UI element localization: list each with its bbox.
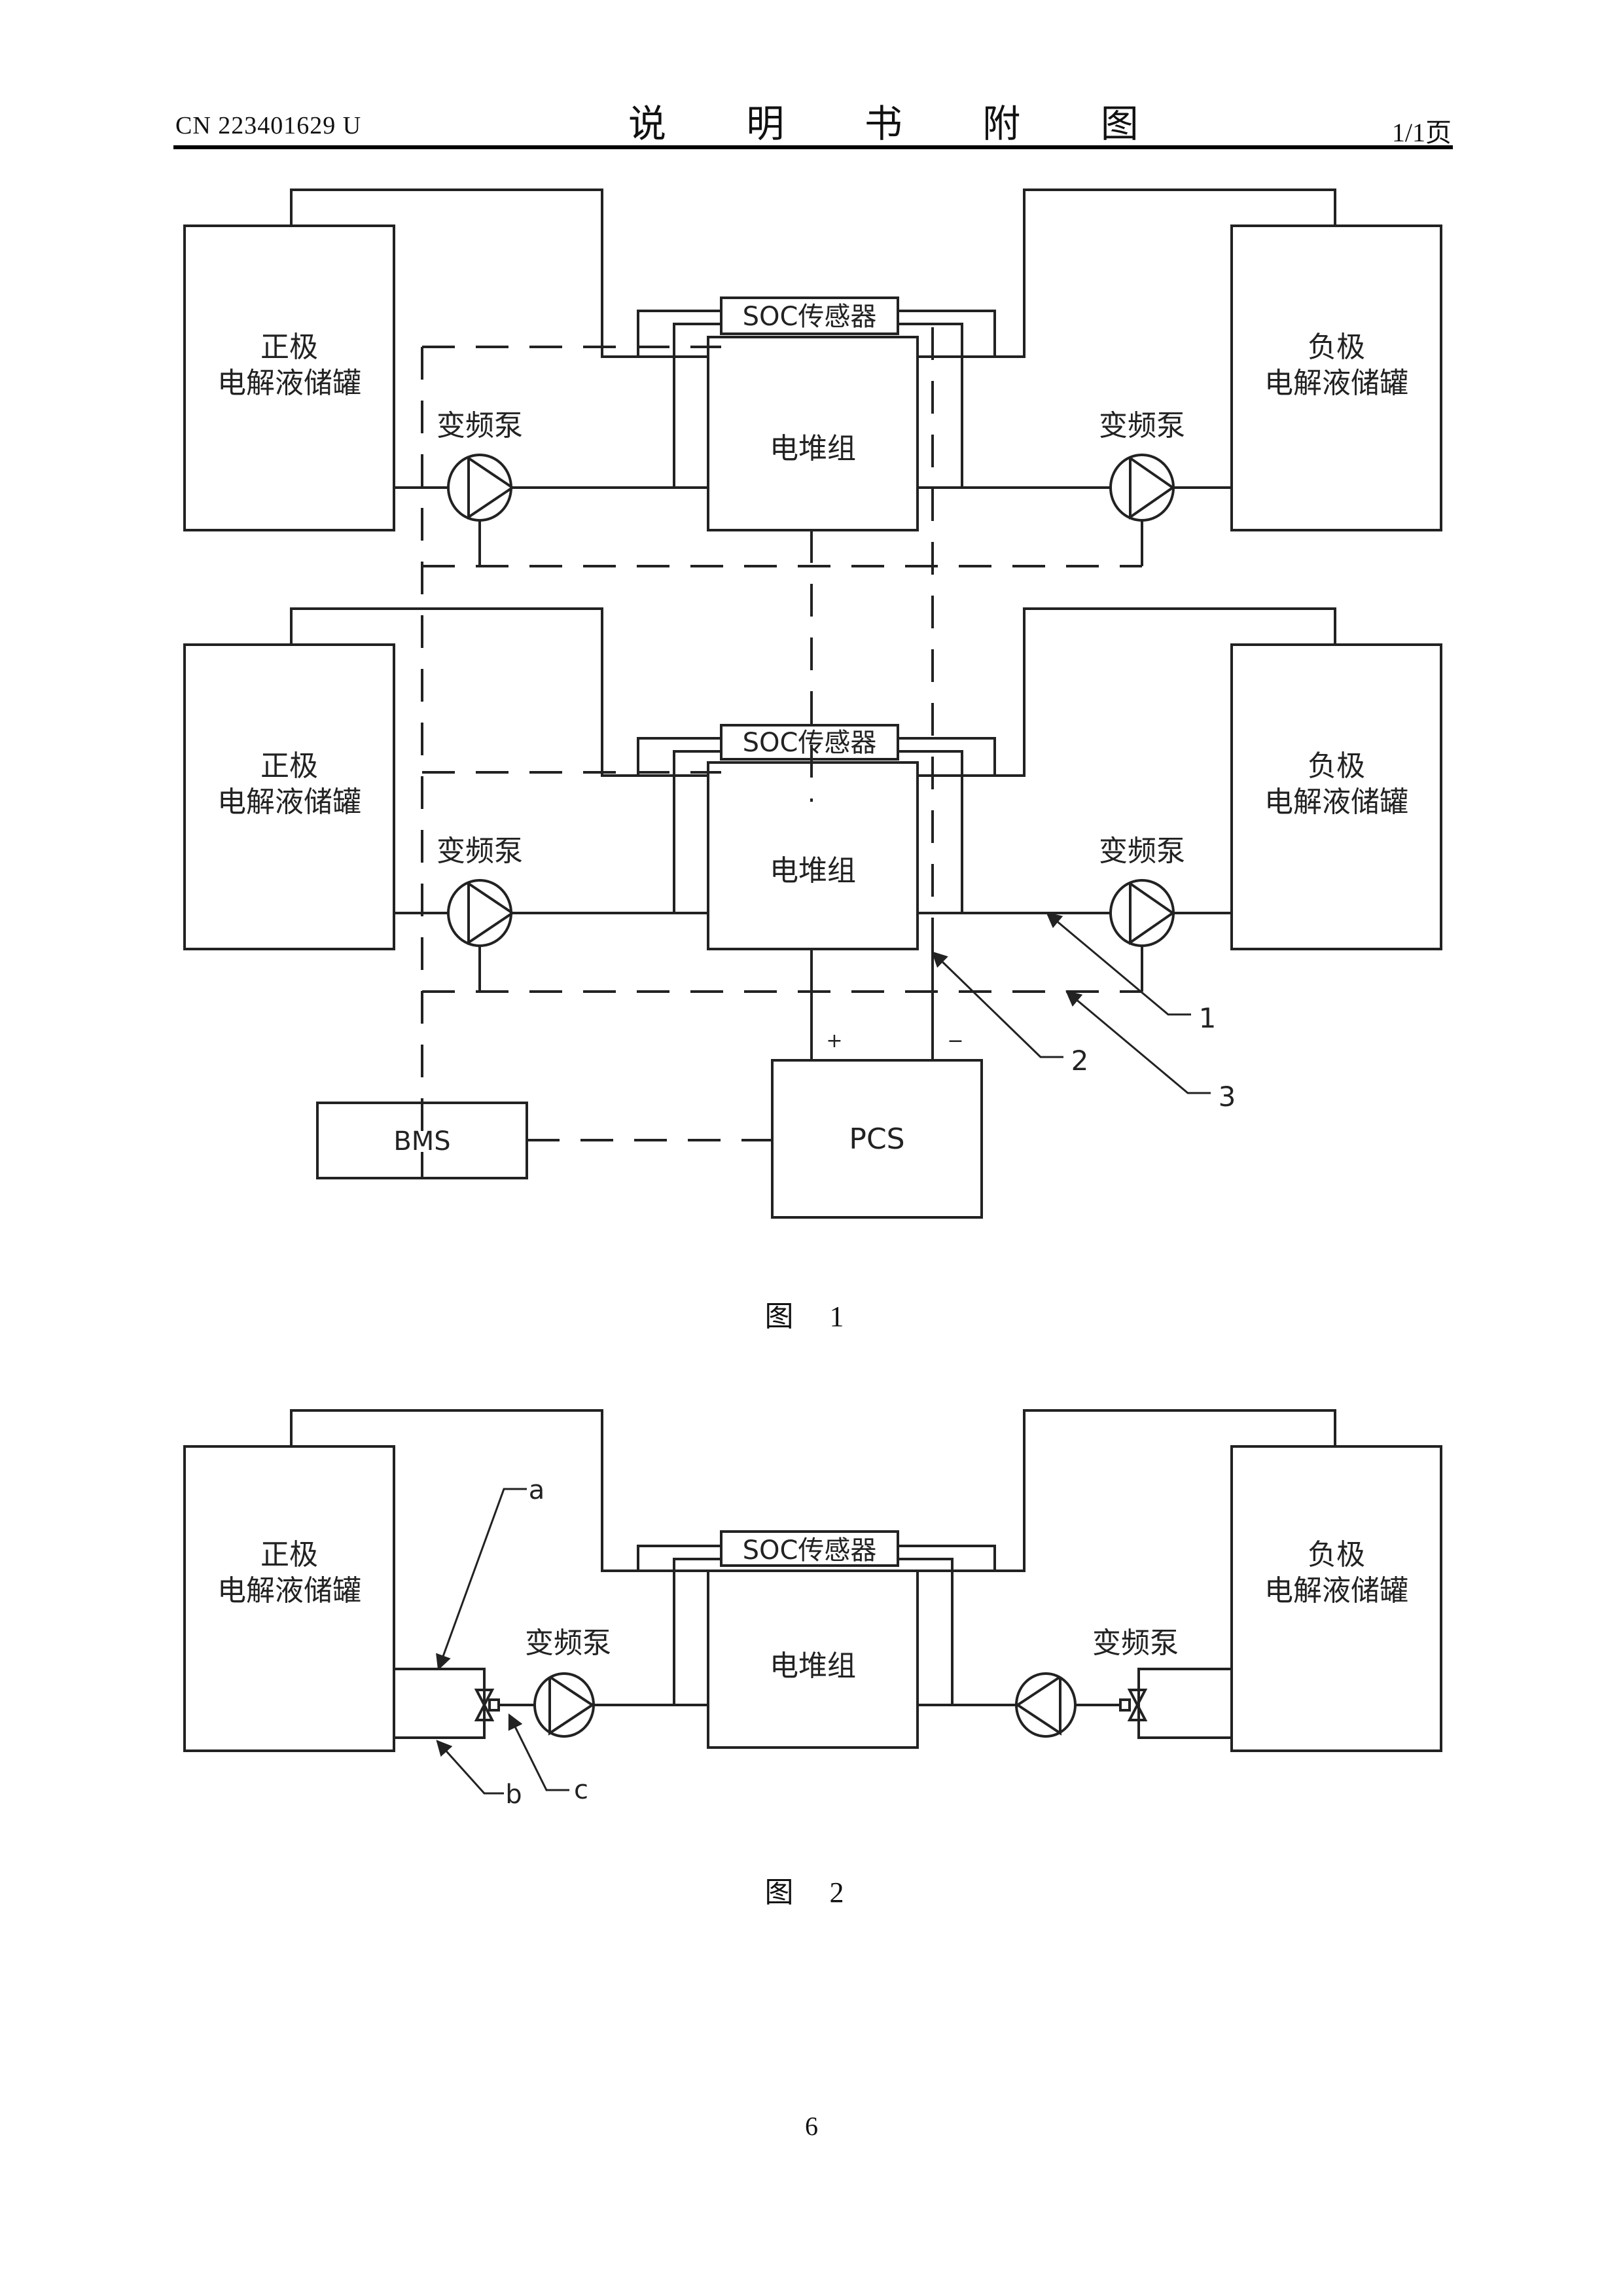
callout-2: 2 (1071, 1045, 1089, 1077)
negative-tank-2-label-2: 电解液储罐 (1264, 785, 1408, 819)
fig2-callout-b: b (505, 1780, 522, 1810)
fig2-positive-tank-label-2: 电解液储罐 (217, 1574, 361, 1607)
upper-module (185, 190, 1441, 566)
figure-2-caption: 图 2 (0, 1869, 1623, 1910)
positive-tank-2-label-1: 正极 (260, 749, 318, 783)
callout-1: 1 (1199, 1002, 1217, 1034)
fig2-callout-a: a (529, 1475, 545, 1505)
stack-2-label: 电堆组 (770, 854, 856, 888)
pump-right-label: 变频泵 (1099, 409, 1185, 442)
positive-tank-label-1: 正极 (260, 331, 318, 364)
figure-2-diagram: 正极 电解液储罐 负极 电解液储罐 变频泵 变频泵 电堆组 SOC传感器 a b… (0, 1374, 1623, 1800)
fig2-pump-left-icon (535, 1674, 594, 1736)
plus-label: + (826, 1030, 842, 1052)
page-number: 6 (0, 2111, 1623, 2142)
pump-left-2-label: 变频泵 (437, 834, 523, 868)
callout-3: 3 (1219, 1081, 1236, 1113)
pump-right-2-icon (1111, 880, 1173, 946)
control-lines-lower (422, 772, 1142, 1140)
positive-tank-label-2: 电解液储罐 (217, 367, 361, 400)
figure-1-caption: 图 1 (0, 1293, 1623, 1335)
negative-tank-label-2: 电解液储罐 (1264, 367, 1408, 400)
soc-sensor-label: SOC传感器 (743, 302, 877, 332)
fig2-positive-tank-label-1: 正极 (260, 1538, 318, 1571)
soc-sensor-2-label: SOC传感器 (743, 728, 877, 758)
fig2-callout-c: c (574, 1775, 588, 1805)
fig2-stack-label: 电堆组 (770, 1649, 856, 1683)
fig2-pump-right-label: 变频泵 (1092, 1626, 1179, 1660)
fig2-pump-right-icon (1016, 1674, 1075, 1736)
fig2-valve-left-icon (476, 1690, 499, 1720)
fig2-valve-right-icon (1120, 1690, 1145, 1720)
minus-label: − (947, 1030, 963, 1052)
bms-label: BMS (393, 1126, 450, 1157)
fig2-soc-sensor-label: SOC传感器 (743, 1535, 877, 1566)
fig2-pump-left-label: 变频泵 (525, 1626, 611, 1660)
pcs-label: PCS (849, 1122, 904, 1156)
pump-right-2-label: 变频泵 (1099, 834, 1185, 868)
pump-left-2-icon (448, 880, 512, 946)
negative-tank-2-label-1: 负极 (1308, 749, 1365, 783)
figure-1-diagram: 正极 电解液储罐 负极 电解液储罐 变频泵 变频泵 电堆组 SOC传感器 正极 … (0, 0, 1623, 1244)
pump-left-label: 变频泵 (437, 409, 523, 442)
negative-tank-label-1: 负极 (1308, 331, 1365, 364)
positive-tank-2-label-2: 电解液储罐 (217, 785, 361, 819)
fig2-negative-tank-label-1: 负极 (1308, 1538, 1365, 1571)
pump-right-icon (1111, 455, 1173, 520)
fig2-negative-tank-label-2: 电解液储罐 (1264, 1574, 1408, 1607)
pump-left-icon (448, 455, 512, 520)
stack-label: 电堆组 (770, 432, 856, 465)
